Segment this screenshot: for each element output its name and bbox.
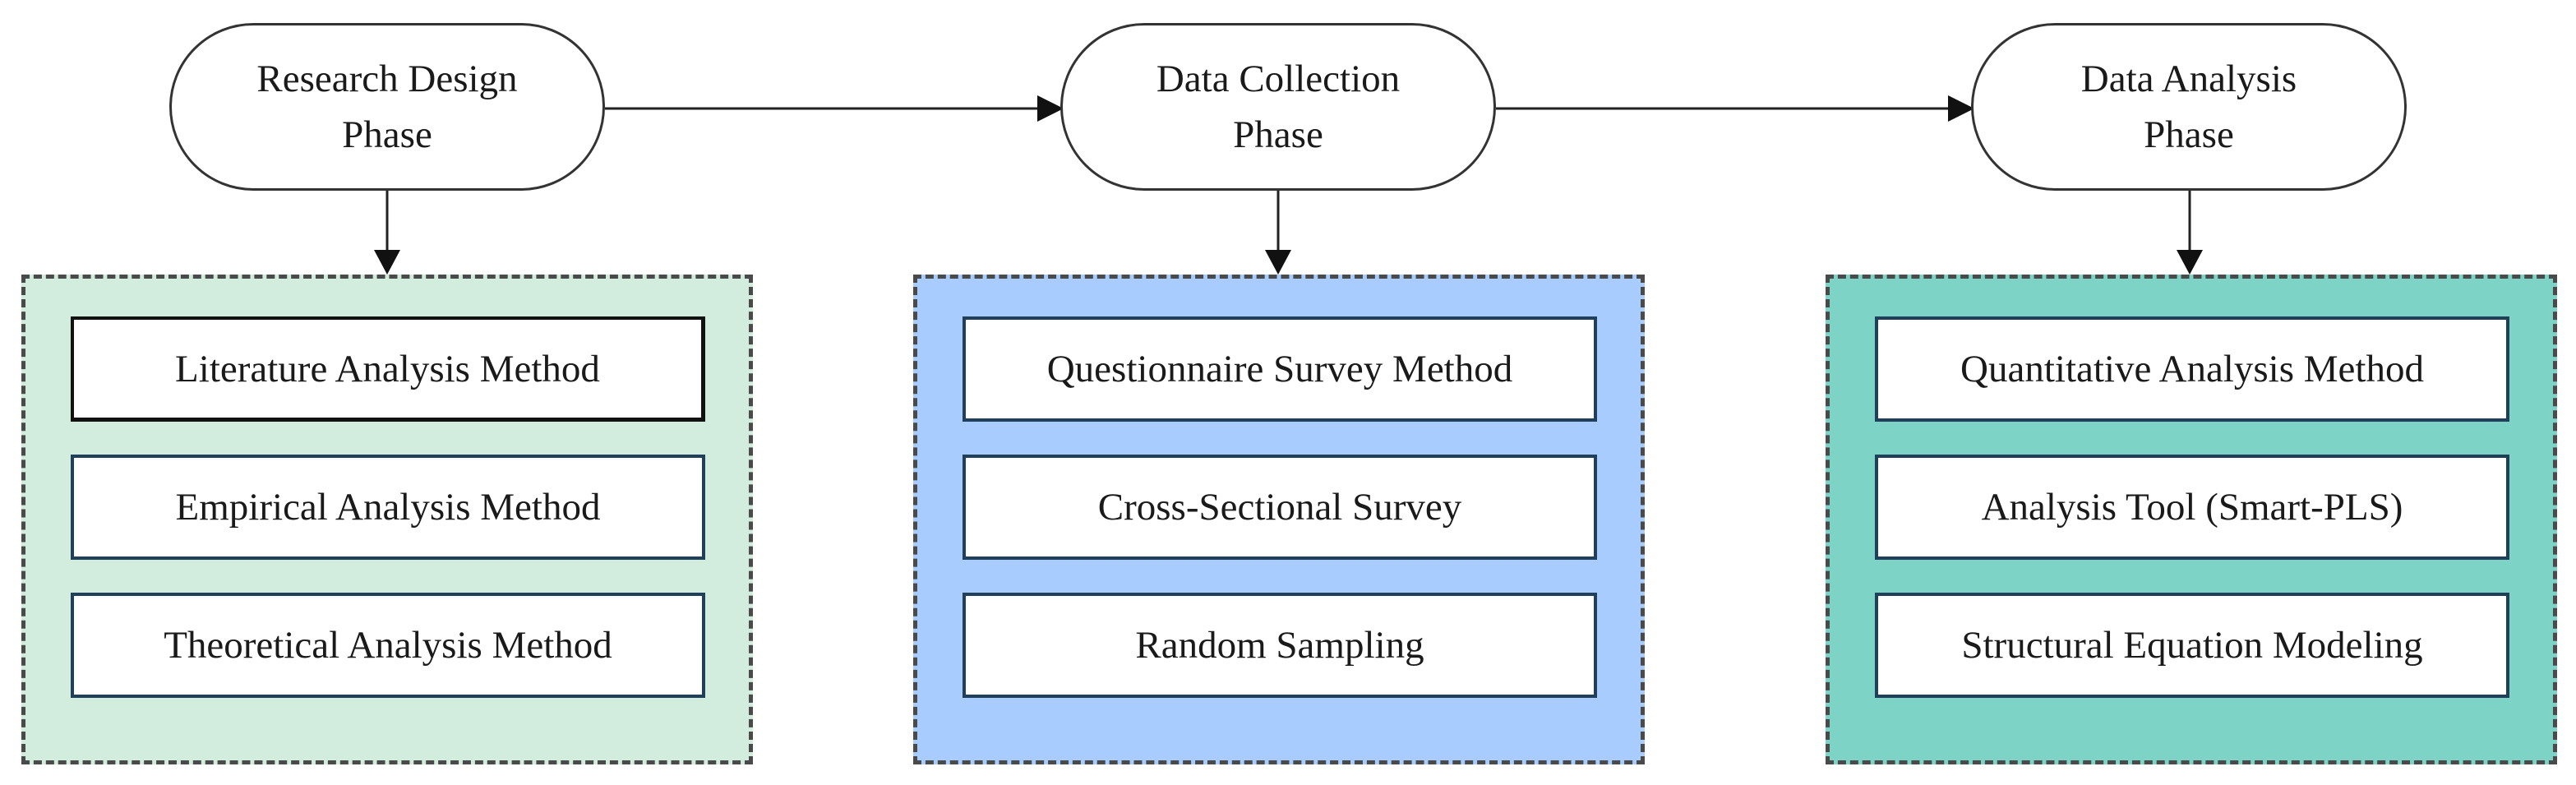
phase-title-line-2: Phase — [342, 113, 432, 156]
phase-node-data-analysis: Data Analysis Phase — [1971, 23, 2407, 191]
arrow-analysis-down — [2177, 191, 2203, 275]
arrow-design-down — [374, 191, 400, 275]
method-box: Literature Analysis Method — [71, 316, 705, 422]
method-box: Cross-Sectional Survey — [963, 455, 1597, 560]
method-group-data-collection: Questionnaire Survey Method Cross-Sectio… — [913, 275, 1645, 764]
method-group-research-design: Literature Analysis Method Empirical Ana… — [21, 275, 753, 764]
arrow-collection-to-analysis — [1496, 95, 1974, 122]
method-box: Quantitative Analysis Method — [1875, 316, 2509, 422]
phase-node-research-design: Research Design Phase — [169, 23, 605, 191]
phase-title-line-1: Research Design — [256, 58, 518, 100]
arrow-collection-down — [1265, 191, 1291, 275]
method-box: Structural Equation Modeling — [1875, 593, 2509, 698]
method-box: Empirical Analysis Method — [71, 455, 705, 560]
method-box: Analysis Tool (Smart-PLS) — [1875, 455, 2509, 560]
phase-node-data-collection: Data Collection Phase — [1060, 23, 1496, 191]
phase-title-line-1: Data Analysis — [2080, 58, 2297, 100]
method-group-data-analysis: Quantitative Analysis Method Analysis To… — [1826, 275, 2557, 764]
arrow-design-to-collection — [605, 95, 1064, 122]
method-box: Random Sampling — [963, 593, 1597, 698]
method-box: Theoretical Analysis Method — [71, 593, 705, 698]
phase-title-line-2: Phase — [2144, 113, 2234, 156]
method-box: Questionnaire Survey Method — [963, 316, 1597, 422]
phase-title-line-2: Phase — [1233, 113, 1323, 156]
phase-title-line-1: Data Collection — [1156, 58, 1401, 100]
